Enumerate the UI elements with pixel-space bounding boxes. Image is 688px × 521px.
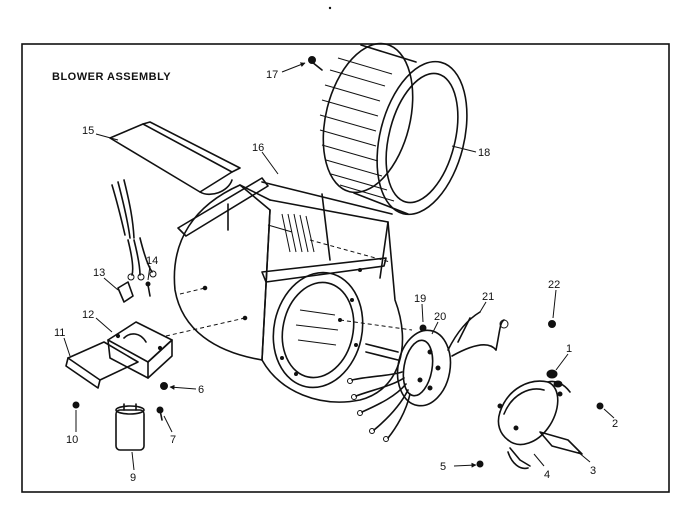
callout-5: 5 [440, 461, 446, 473]
grommet-part-1 [546, 369, 563, 388]
callout-1: 1 [566, 343, 572, 355]
blower-housing-part-16 [165, 177, 413, 403]
callout-7: 7 [170, 434, 176, 446]
callout-20: 20 [434, 311, 446, 323]
capacitor-part-9 [115, 403, 145, 451]
callout-2: 2 [612, 418, 618, 430]
callout-13: 13 [93, 267, 105, 279]
screw-part-14 [145, 281, 151, 297]
callout-21: 21 [482, 291, 494, 303]
motor-part-20 [347, 329, 452, 442]
callout-15: 15 [82, 125, 94, 137]
callout-18: 18 [478, 147, 490, 159]
top-mark [328, 6, 332, 10]
callout-labels: 17 18 15 16 13 14 12 11 6 10 7 9 19 20 2… [54, 69, 618, 484]
callout-10: 10 [66, 434, 78, 446]
screw-part-10 [72, 401, 80, 409]
screw-part-2 [596, 402, 604, 410]
mounting-plate-part-11 [65, 341, 139, 389]
callout-14: 14 [146, 255, 158, 267]
wire-harness [111, 179, 157, 281]
motor-band-part-4 [497, 380, 571, 446]
callout-12: 12 [82, 309, 94, 321]
callout-11: 11 [54, 327, 65, 339]
capacitor-bracket-part-12 [107, 321, 173, 379]
callout-3: 3 [590, 465, 596, 477]
blower-wheel-part-18 [319, 42, 468, 216]
screw-part-6 [160, 382, 168, 390]
screw-part-5 [476, 460, 484, 468]
callout-9: 9 [130, 472, 136, 484]
diagram-border [21, 43, 670, 493]
clip-part-13 [117, 281, 134, 303]
callout-22: 22 [548, 279, 560, 291]
mounting-leg-part-3 [507, 431, 583, 470]
screw-part-7 [156, 406, 164, 421]
callout-6: 6 [198, 384, 204, 396]
callout-16: 16 [252, 142, 264, 154]
diagram-title: BLOWER ASSEMBLY [52, 71, 171, 83]
wire-lead-part-21 [447, 311, 509, 357]
bolt-part-17 [308, 56, 323, 71]
screw-part-22 [548, 320, 556, 328]
cutoff-plate-part-15 [109, 121, 241, 196]
callout-4: 4 [544, 469, 550, 481]
callout-19: 19 [414, 293, 426, 305]
leader-lines [63, 62, 615, 471]
callout-17: 17 [266, 69, 278, 81]
